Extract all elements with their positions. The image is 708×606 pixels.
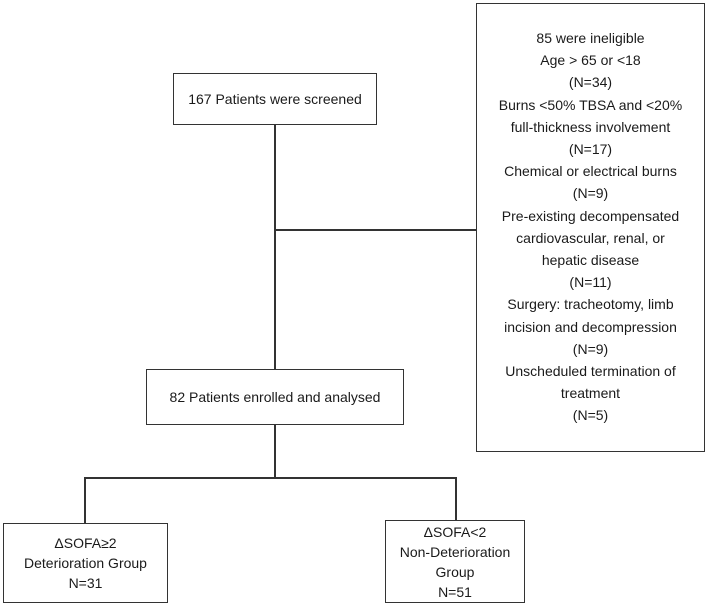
- non-deterioration-sofa: ΔSOFA<2: [423, 523, 487, 540]
- ineligible-line: (N=9): [572, 185, 609, 202]
- enrolled-label: 82 Patients enrolled and analysed: [169, 388, 381, 405]
- screened-label: 167 Patients were screened: [188, 90, 362, 107]
- ineligible-line: hepatic disease: [541, 252, 640, 269]
- deterioration-sofa: ΔSOFA≥2: [54, 535, 117, 551]
- deterioration-group-label: Deterioration Group: [24, 555, 147, 571]
- ineligible-line: Unscheduled termination of: [505, 363, 676, 380]
- enrolled-box: 82 Patients enrolled and analysed: [146, 369, 404, 425]
- connector-enrolled-down: [274, 425, 276, 478]
- ineligible-line: cardiovascular, renal, or: [516, 229, 665, 246]
- non-deterioration-label: Non-Deterioration: [399, 543, 511, 560]
- connector-branch: [84, 477, 457, 479]
- ineligible-line: Pre-existing decompensated: [501, 207, 680, 224]
- ineligible-box: 85 were ineligible Age > 65 or <18 (N=34…: [476, 3, 705, 452]
- non-deterioration-box: ΔSOFA<2 Non-Deterioration Group N=51: [385, 520, 525, 603]
- ineligible-line: Chemical or electrical burns: [504, 163, 677, 180]
- deterioration-box: ΔSOFA≥2 Deterioration Group N=31: [3, 523, 168, 603]
- non-deterioration-group: Group: [435, 563, 475, 580]
- connector-to-non-deterioration: [455, 477, 457, 520]
- non-deterioration-count: N=51: [438, 583, 472, 600]
- ineligible-line: 85 were ineligible: [536, 30, 645, 46]
- ineligible-line: incision and decompression: [504, 318, 677, 335]
- deterioration-count: N=31: [68, 575, 103, 591]
- ineligible-line: (N=9): [572, 340, 609, 357]
- connector-to-ineligible: [275, 229, 476, 231]
- ineligible-line: treatment: [560, 385, 621, 402]
- ineligible-line: (N=5): [572, 407, 609, 424]
- ineligible-line: Surgery: tracheotomy, limb: [507, 296, 674, 313]
- ineligible-line: (N=11): [569, 274, 612, 291]
- ineligible-line: Age > 65 or <18: [540, 52, 641, 69]
- ineligible-line: Burns <50% TBSA and <20%: [498, 96, 683, 113]
- connector-screen-to-enrolled: [274, 125, 276, 369]
- ineligible-line: (N=34): [568, 74, 613, 91]
- connector-to-deterioration: [84, 477, 86, 523]
- ineligible-line: full-thickness involvement: [510, 118, 671, 135]
- ineligible-line: (N=17): [568, 141, 613, 158]
- screened-box: 167 Patients were screened: [173, 73, 377, 125]
